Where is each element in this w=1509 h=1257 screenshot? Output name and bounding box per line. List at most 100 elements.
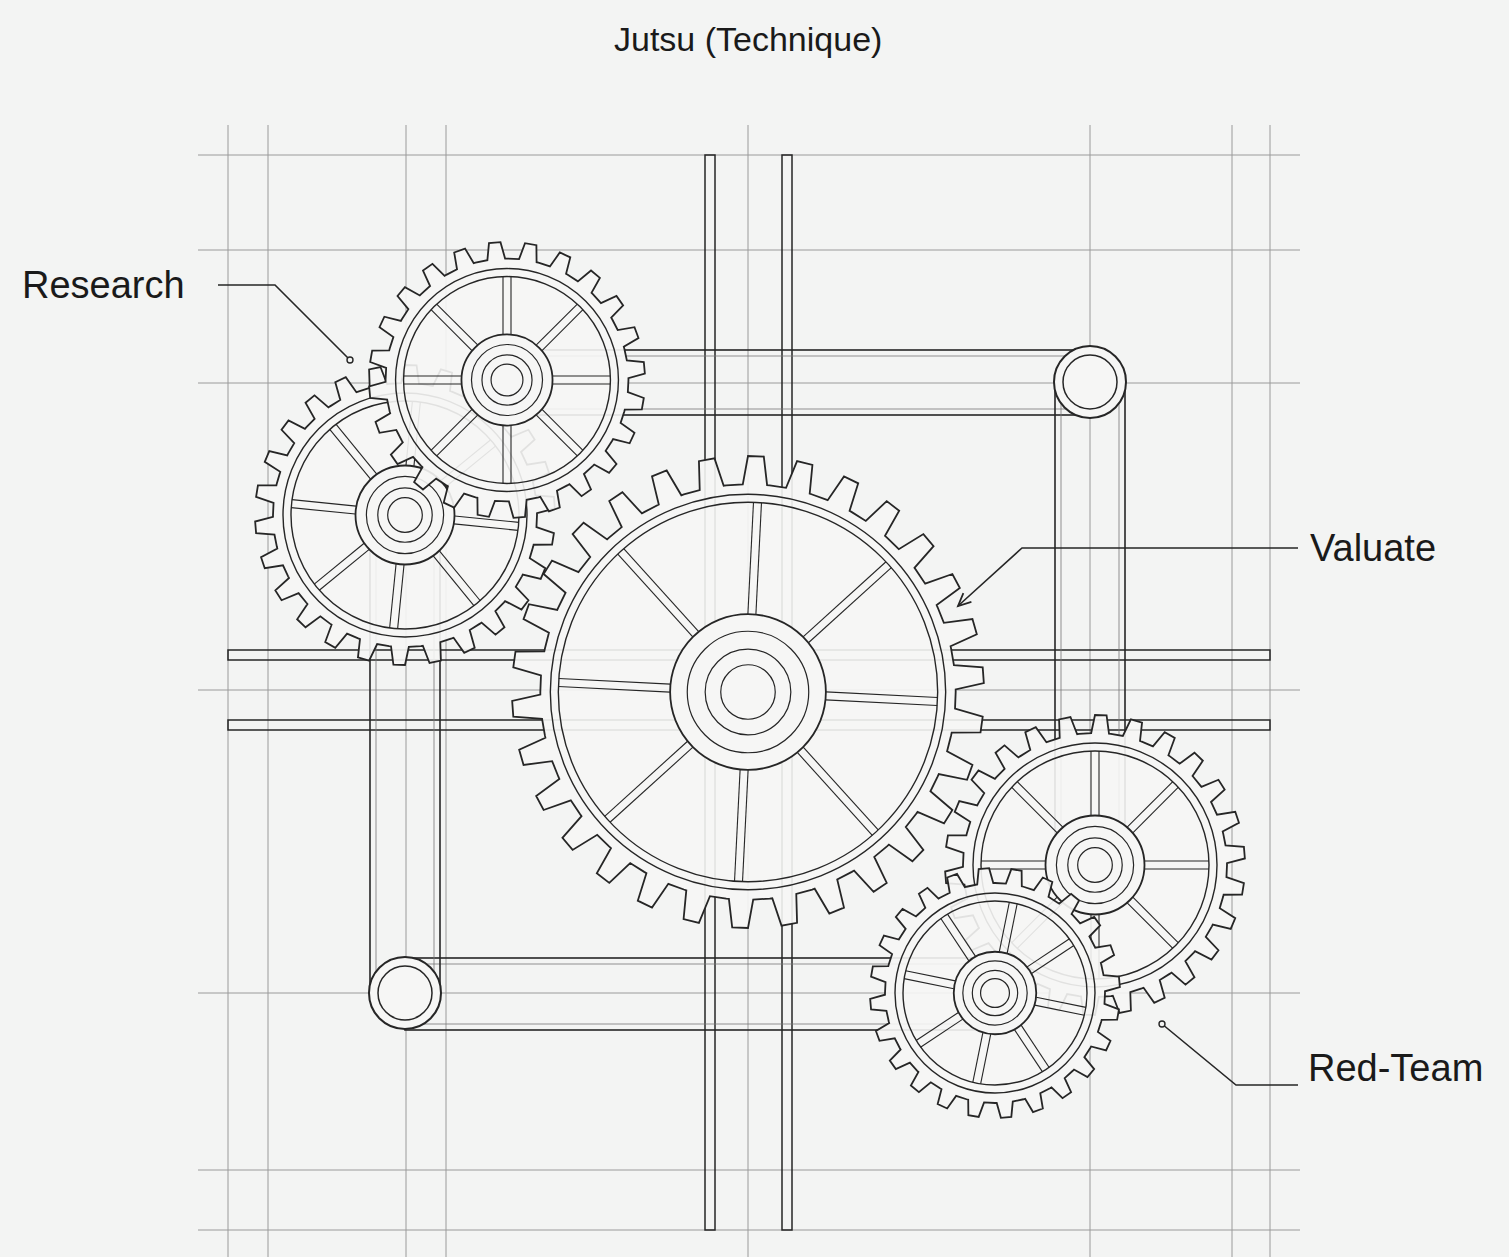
- grid-line: [198, 155, 1300, 156]
- gear-spoke: [1090, 751, 1091, 816]
- gear-teeth: [870, 868, 1120, 1118]
- leader-line: [1162, 1024, 1298, 1085]
- gear-hub: [670, 614, 826, 770]
- gear-spoke: [502, 277, 503, 335]
- grid-line: [1270, 125, 1271, 1257]
- gear-spoke: [437, 304, 478, 345]
- gear-spoke: [558, 687, 670, 693]
- grid-line: [198, 1230, 1300, 1231]
- pulley-inner: [1063, 355, 1117, 409]
- gear-hub: [954, 952, 1037, 1035]
- leader-dot: [1159, 1021, 1165, 1027]
- pulley: [1054, 346, 1126, 418]
- gear-spoke: [618, 554, 693, 637]
- gear-hub: [981, 979, 1010, 1008]
- gear-spoke: [1127, 782, 1173, 828]
- gear-spoke: [826, 692, 938, 698]
- gear-spoke: [404, 383, 462, 384]
- gear-spoke: [735, 770, 741, 882]
- gear-spoke: [1133, 897, 1179, 943]
- gear-teeth: [512, 456, 984, 928]
- gear-spoke: [502, 426, 503, 484]
- gear-hub: [972, 970, 1017, 1015]
- gear-spoke: [536, 304, 577, 345]
- gear-spoke: [973, 1033, 983, 1083]
- gear-hub: [378, 488, 432, 542]
- gear-spoke: [981, 1034, 991, 1084]
- gear: [512, 456, 984, 928]
- grid-line: [198, 383, 1300, 384]
- part-label: Research: [22, 266, 185, 304]
- gear-rim: [550, 494, 945, 889]
- part-label: Red-Team: [1308, 1049, 1483, 1087]
- grid-line: [198, 993, 1300, 994]
- gear-spoke: [330, 429, 371, 479]
- grid-line: [1090, 125, 1091, 1257]
- gear-spoke: [510, 426, 511, 484]
- gear-rim: [558, 502, 937, 881]
- grid-line: [198, 1170, 1300, 1171]
- leader-line: [958, 548, 1298, 606]
- gear-spoke: [797, 752, 872, 835]
- gear-spoke: [743, 770, 749, 882]
- gear-hub: [471, 344, 542, 415]
- gear-spoke: [404, 375, 462, 376]
- gear-hub: [366, 476, 443, 553]
- leader-lines: [218, 285, 1298, 1085]
- gear-spoke: [904, 979, 954, 989]
- part-label: Valuate: [1310, 529, 1436, 567]
- gear-spoke: [605, 741, 688, 816]
- gear-spoke: [1035, 1005, 1085, 1015]
- gear-spoke: [553, 375, 611, 376]
- gear-spoke: [1098, 751, 1099, 816]
- pulley-inner: [378, 966, 432, 1020]
- grid-line: [1232, 125, 1233, 1257]
- gear-spoke: [510, 277, 511, 335]
- gear-spoke: [610, 747, 693, 822]
- gear-hub: [721, 665, 776, 720]
- gear-spoke: [1014, 1030, 1042, 1072]
- gear-spoke: [1007, 904, 1017, 954]
- gear: [870, 868, 1120, 1118]
- grid-lines: [198, 125, 1300, 1257]
- gear-spoke: [542, 409, 583, 450]
- gear-spoke: [314, 543, 364, 584]
- gear-hub: [491, 364, 523, 396]
- diagram-title: Jutsu (Technique): [614, 22, 882, 56]
- gear-spoke: [808, 568, 891, 643]
- gear-spoke: [431, 310, 472, 351]
- gear-hub: [705, 649, 791, 735]
- leader-dot: [347, 357, 353, 363]
- gear-spoke: [454, 524, 518, 530]
- gear-spoke: [1145, 868, 1210, 869]
- gear-spoke: [624, 549, 699, 632]
- gear-spoke: [1012, 787, 1058, 833]
- frame-bars: [228, 155, 1270, 1230]
- gear-spoke: [803, 562, 886, 637]
- pulley: [369, 957, 441, 1029]
- gear-hub: [482, 355, 532, 405]
- gear-spoke: [1133, 787, 1179, 833]
- gear-hub: [388, 498, 423, 533]
- gear-spoke: [433, 556, 474, 606]
- gear-spoke: [981, 860, 1046, 861]
- gear-rim: [396, 269, 619, 492]
- gear-rim: [903, 901, 1087, 1085]
- gear-spoke: [439, 551, 480, 601]
- gear-spoke: [336, 424, 377, 474]
- pulley-outer: [369, 957, 441, 1029]
- gear-spoke: [756, 503, 762, 615]
- gear-spoke: [431, 409, 472, 450]
- gear-spoke: [1036, 997, 1086, 1007]
- gear-spoke: [916, 1012, 958, 1040]
- gear-spoke: [398, 565, 404, 629]
- gear-spoke: [390, 564, 396, 628]
- gear-rim: [404, 277, 611, 484]
- gear-hub: [963, 961, 1027, 1025]
- gear-spoke: [1127, 903, 1173, 949]
- grid-line: [198, 250, 1300, 251]
- gear-hub: [1046, 816, 1145, 915]
- gear-spoke: [536, 415, 577, 456]
- gear-hub: [1056, 826, 1133, 903]
